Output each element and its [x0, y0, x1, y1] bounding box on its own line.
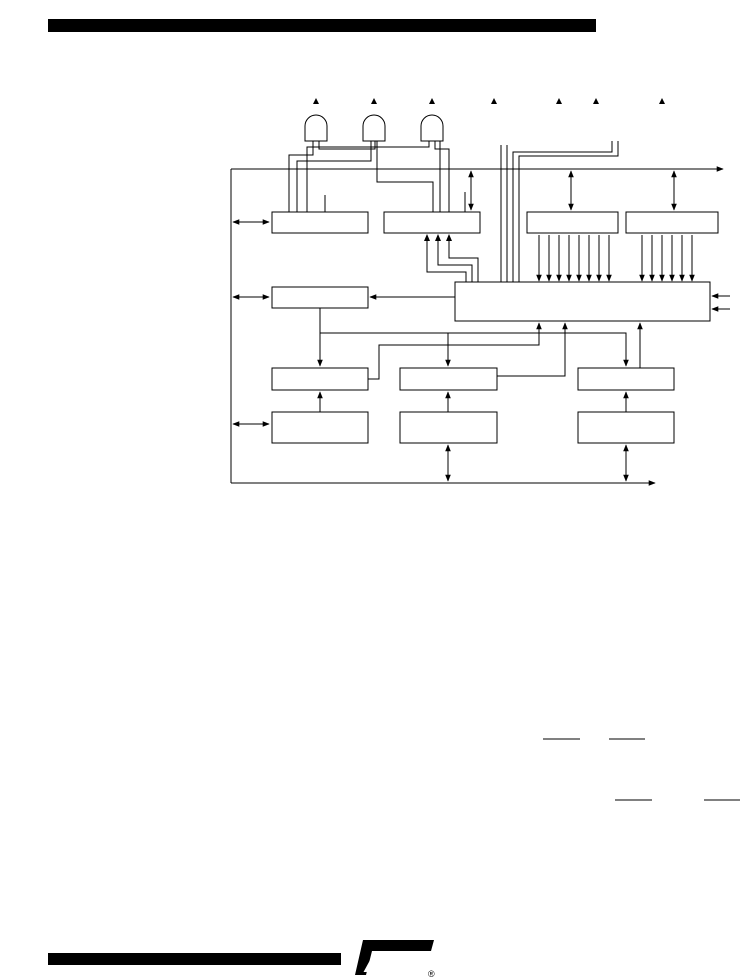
and-gate-2 [362, 114, 386, 142]
block-r1-1 [271, 211, 369, 234]
block-r2-1 [271, 286, 369, 309]
block-r1-3 [526, 211, 619, 234]
atmel-logo-text: ATMEL [363, 952, 438, 977]
block-r1-2 [383, 211, 481, 234]
overline-marks [543, 738, 740, 801]
atmel-logo: ATMEL ® [355, 940, 438, 979]
block-r1-4-outputs [639, 235, 695, 282]
block-r1-3-outputs [536, 235, 612, 282]
footer-bar [48, 953, 341, 965]
block-r3-2 [399, 367, 498, 391]
block-r4-2 [399, 411, 498, 444]
and-gate-1 [304, 114, 328, 142]
internal-wiring [317, 308, 643, 380]
and-gate-3 [420, 114, 444, 142]
block-r1-2-inputs [424, 234, 479, 282]
top-pin-arrows [313, 98, 665, 104]
header-bar [48, 19, 596, 32]
block-r3-3 [577, 367, 675, 391]
block-r4-3 [577, 411, 675, 444]
block-r3-1 [271, 367, 369, 391]
registered-mark: ® [428, 969, 435, 979]
control-block [454, 281, 711, 322]
gate-wiring [288, 141, 466, 212]
control-input-lines [500, 141, 619, 282]
block-r1-4 [625, 211, 719, 234]
block-r4-1 [271, 411, 369, 444]
